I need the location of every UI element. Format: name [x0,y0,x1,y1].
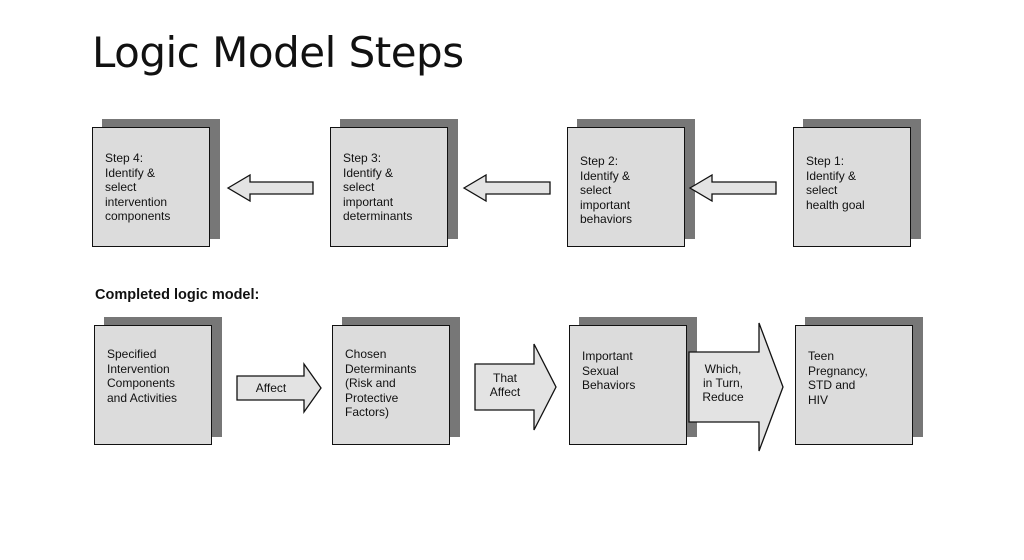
step-4-text: Step 4: Identify & select intervention c… [105,151,171,223]
slide-title: Logic Model Steps [92,28,464,77]
step-1-box: Step 1: Identify & select health goal [793,119,921,247]
box-face [569,325,687,445]
box-face [795,325,913,445]
behaviors-text: Important Sexual Behaviors [582,349,636,392]
box-face [567,127,685,247]
health-outcomes-box: Teen Pregnancy, STD and HIV [795,317,923,445]
completed-model-label: Completed logic model: [95,287,260,303]
right-arrow-icon [688,322,784,452]
intervention-components-text: Specified Intervention Components and Ac… [107,347,178,405]
box-face [92,127,210,247]
step-3-box: Step 3: Identify & select important dete… [330,119,458,247]
left-arrow-icon [226,173,314,203]
left-arrow-icon [462,173,551,203]
behaviors-box: Important Sexual Behaviors [569,317,697,445]
which-in-turn-reduce-arrow-label: Which, in Turn, Reduce [702,362,744,404]
box-face [330,127,448,247]
determinants-box: Chosen Determinants (Risk and Protective… [332,317,460,445]
that-affect-arrow-label: That Affect [489,371,521,399]
right-arrow-icon [236,361,322,415]
left-arrow-icon [688,173,777,203]
step-3-text: Step 3: Identify & select important dete… [343,151,413,223]
step-1-text: Step 1: Identify & select health goal [806,154,865,212]
box-face [332,325,450,445]
determinants-text: Chosen Determinants (Risk and Protective… [345,347,417,419]
step-2-box: Step 2: Identify & select important beha… [567,119,695,247]
right-arrow-icon [474,343,557,431]
box-face [94,325,212,445]
health-outcomes-text: Teen Pregnancy, STD and HIV [808,349,868,407]
affect-arrow-label: Affect [255,381,287,395]
step-4-box: Step 4: Identify & select intervention c… [92,119,220,247]
intervention-components-box: Specified Intervention Components and Ac… [94,317,222,445]
step-2-text: Step 2: Identify & select important beha… [580,154,633,226]
box-face [793,127,911,247]
